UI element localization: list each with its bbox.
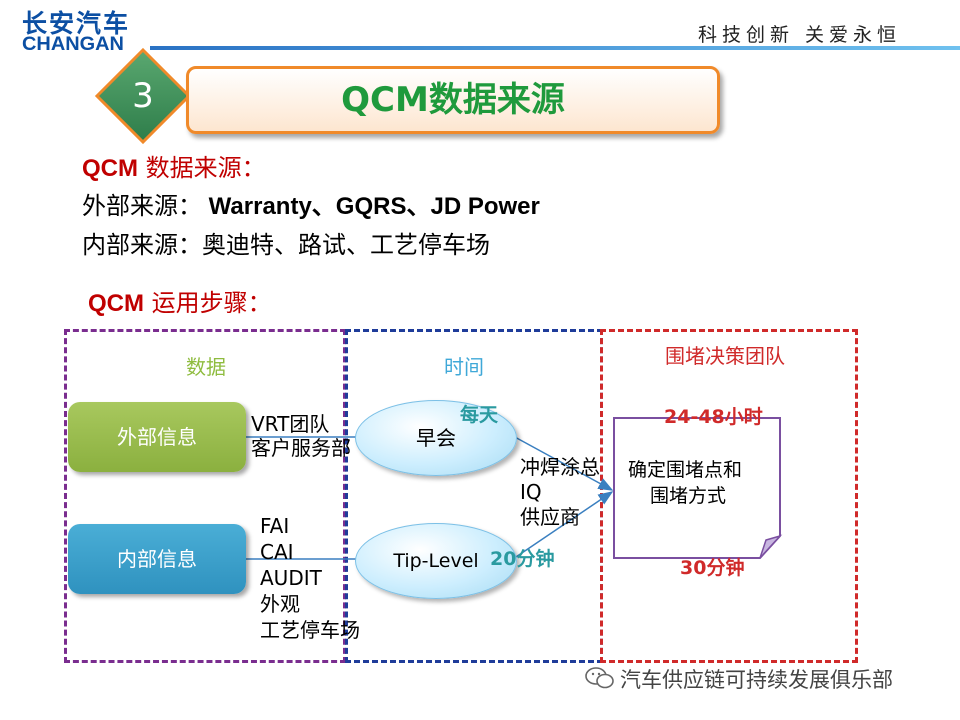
section-title: QCM数据来源 — [341, 80, 565, 120]
fai-label: FAI — [260, 514, 290, 538]
daily-label: 每天 — [460, 404, 499, 426]
customer-service-label: 客户服务部 — [251, 436, 351, 460]
heading-prefix: QCM — [82, 155, 138, 182]
decision-note: 确定围堵点和 围堵方式 — [628, 457, 742, 509]
stamping-label: 冲焊涂总 — [520, 455, 600, 479]
appearance-label: 外观 — [260, 592, 300, 616]
watermark-text: 汽车供应链可持续发展俱乐部 — [620, 668, 893, 692]
internal-info-box: 内部信息 — [68, 524, 246, 594]
hours-label: 24-48小时 — [664, 406, 763, 428]
decision-line-1: 确定围堵点和 — [628, 459, 743, 481]
section-title-box — [186, 66, 720, 134]
decision-line-2: 围堵方式 — [650, 485, 727, 507]
data-column — [64, 329, 346, 663]
iq-label: IQ — [520, 480, 542, 504]
audit-label: AUDIT — [260, 566, 322, 590]
thirty-minutes-label: 30分钟 — [680, 557, 745, 579]
usage-heading-text: 运用步骤： — [144, 289, 272, 317]
external-info-box: 外部信息 — [68, 402, 246, 472]
tip-level-ellipse: Tip-Level — [355, 523, 517, 599]
vrt-team-label: VRT团队 — [251, 412, 330, 436]
craft-parking-label: 工艺停车场 — [260, 618, 360, 642]
brand-logo-chinese: 长安汽车 — [22, 9, 131, 38]
usage-heading-prefix: QCM — [88, 290, 144, 317]
heading-text: 数据来源： — [138, 154, 266, 182]
supplier-label: 供应商 — [520, 505, 580, 529]
data-source-heading: QCM 数据来源： — [82, 148, 266, 183]
twenty-minutes-label: 20分钟 — [490, 548, 555, 570]
morning-meeting-ellipse: 早会 — [355, 400, 517, 476]
usage-steps-heading: QCM 运用步骤： — [88, 283, 272, 318]
wechat-icon — [585, 667, 614, 689]
external-sources-value: Warranty、GQRS、JD Power — [202, 193, 540, 220]
external-sources-line: 外部来源： Warranty、GQRS、JD Power — [82, 186, 540, 221]
external-sources-label: 外部来源： — [82, 192, 202, 220]
header-slogan: 科技创新 关爱永恒 — [698, 24, 902, 46]
cai-label: CAI — [260, 540, 294, 564]
header-divider — [150, 46, 960, 50]
team-column-label: 围堵决策团队 — [665, 344, 785, 368]
time-column-label: 时间 — [444, 355, 484, 379]
section-number-diamond — [94, 47, 192, 145]
internal-sources-line: 内部来源：奥迪特、路试、工艺停车场 — [82, 231, 490, 259]
section-number: 3 — [132, 76, 154, 116]
brand-logo-english: CHANGAN — [22, 34, 124, 55]
data-column-label: 数据 — [186, 355, 226, 379]
